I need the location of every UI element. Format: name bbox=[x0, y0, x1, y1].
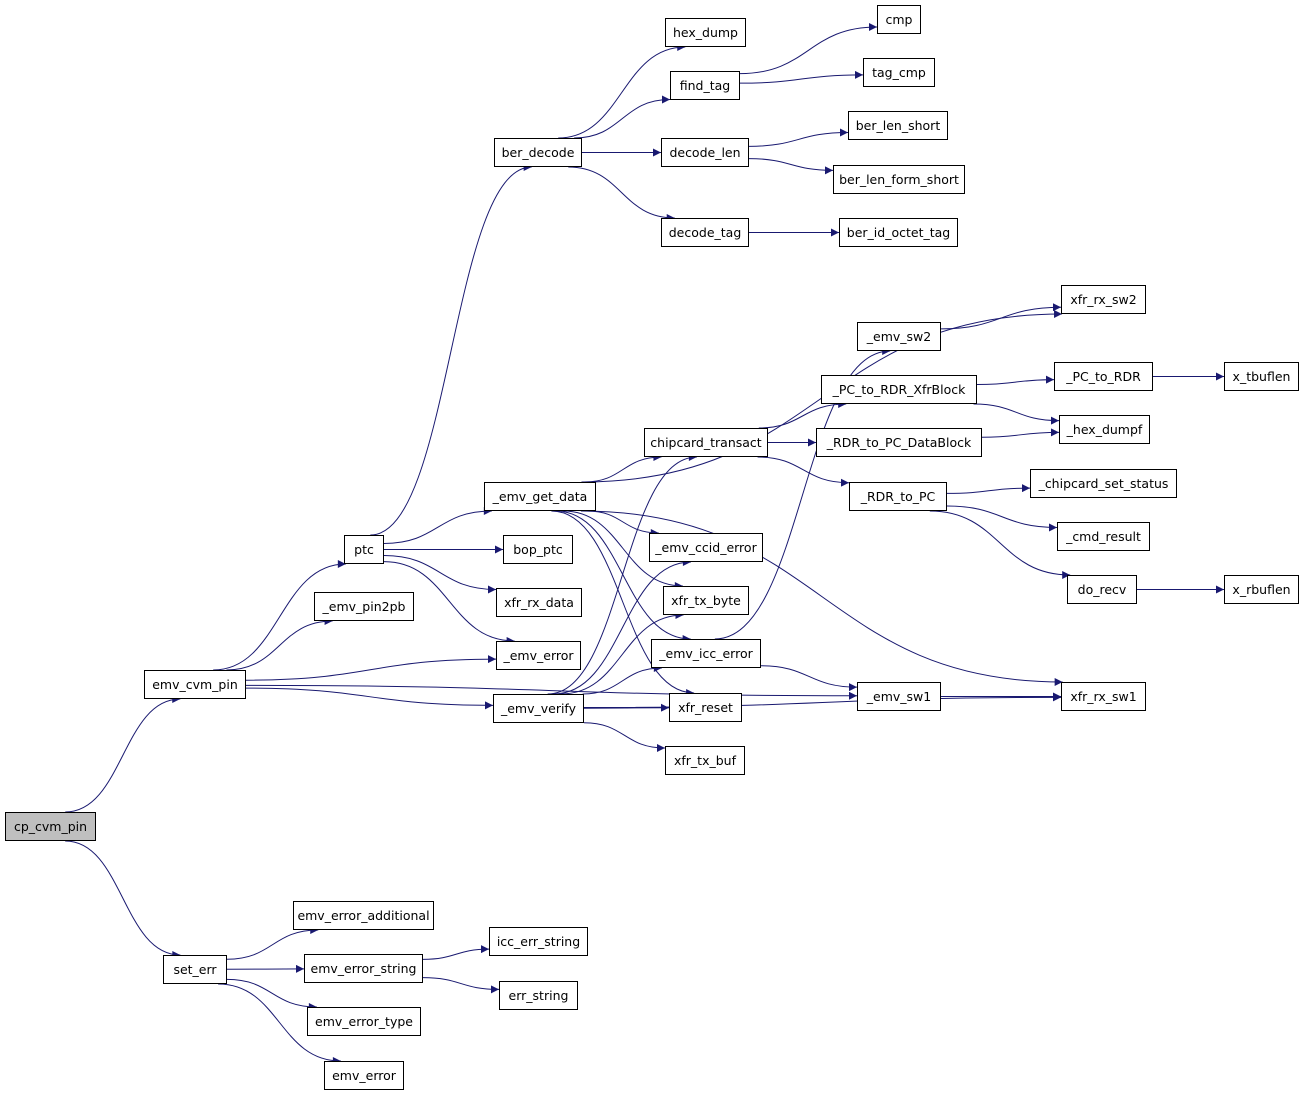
edge-emv_get_data-to-emv_icc_error bbox=[555, 510, 691, 643]
node-cp_cvm_pin: cp_cvm_pin bbox=[5, 812, 96, 841]
edge-cp_cvm_pin-to-set_err bbox=[65, 840, 181, 959]
node-cmd_result[interactable]: _cmd_result bbox=[1057, 522, 1150, 551]
edge-set_err-to-emv_error_type bbox=[226, 978, 317, 1011]
node-decode_tag[interactable]: decode_tag bbox=[661, 218, 749, 247]
edge-emv_verify-to-emv_ccid_error bbox=[553, 558, 691, 695]
edge-find_tag-to-tag_cmp bbox=[739, 70, 864, 84]
node-x_tbuflen[interactable]: x_tbuflen bbox=[1224, 362, 1299, 391]
node-xfr_rx_sw2[interactable]: xfr_rx_sw2 bbox=[1061, 285, 1146, 314]
edge-emv_cvm_pin-to-emv_sw1 bbox=[245, 684, 858, 700]
edge-set_err-to-emv_error bbox=[218, 983, 341, 1065]
node-err_string[interactable]: err_string bbox=[499, 981, 578, 1010]
node-cmp[interactable]: cmp bbox=[877, 5, 921, 34]
node-xfr_tx_byte[interactable]: xfr_tx_byte bbox=[663, 586, 749, 615]
edge-rdr_to_pc-to-cmd_result bbox=[946, 505, 1058, 532]
node-decode_len[interactable]: decode_len bbox=[661, 138, 749, 167]
edge-emv_get_data-to-chipcard_transact bbox=[584, 453, 662, 483]
edge-pc_to_rdr_xfrblock-to-hex_dumpf bbox=[973, 403, 1060, 425]
edge-emv_cvm_pin-to-emv_verify bbox=[245, 687, 494, 710]
edge-rdr_to_pc-to-chipcard_set_status bbox=[946, 484, 1031, 494]
edge-emv_sw2-to-xfr_rx_sw2 bbox=[940, 303, 1062, 330]
node-xfr_tx_buf[interactable]: xfr_tx_buf bbox=[665, 746, 745, 775]
edge-set_err-to-emv_error_additional bbox=[226, 926, 319, 960]
edge-emv_get_data-to-xfr_tx_byte bbox=[563, 510, 683, 590]
node-rdr_to_pc_datablock[interactable]: _RDR_to_PC_DataBlock bbox=[816, 428, 982, 457]
edge-decode_len-to-ber_len_short bbox=[748, 128, 849, 147]
edge-cp_cvm_pin-to-emv_cvm_pin bbox=[65, 695, 181, 813]
node-x_rbuflen[interactable]: x_rbuflen bbox=[1224, 575, 1299, 604]
node-hex_dumpf[interactable]: _hex_dumpf bbox=[1059, 415, 1150, 444]
edge-emv_cvm_pin-to-emv_error_u bbox=[245, 655, 497, 681]
node-bop_ptc[interactable]: bop_ptc bbox=[503, 535, 573, 564]
node-emv_error_string[interactable]: emv_error_string bbox=[304, 954, 423, 983]
node-emv_pin2pb[interactable]: _emv_pin2pb bbox=[314, 592, 414, 621]
node-chipcard_set_status[interactable]: _chipcard_set_status bbox=[1030, 469, 1177, 498]
node-emv_icc_error[interactable]: _emv_icc_error bbox=[651, 639, 761, 668]
node-emv_error_additional[interactable]: emv_error_additional bbox=[293, 901, 434, 930]
edge-ber_decode-to-find_tag bbox=[574, 95, 671, 139]
node-emv_error[interactable]: emv_error bbox=[324, 1061, 404, 1090]
edge-emv_cvm_pin-to-ptc bbox=[213, 560, 346, 671]
node-xfr_rx_sw1[interactable]: xfr_rx_sw1 bbox=[1061, 682, 1146, 711]
edge-emv_verify-to-chipcard_transact bbox=[547, 453, 697, 695]
edge-emv_verify-to-xfr_rx_sw1 bbox=[583, 693, 1062, 709]
edge-pc_to_rdr_xfrblock-to-pc_to_rdr bbox=[976, 375, 1055, 386]
edge-emv_get_data-to-xfr_rx_sw1 bbox=[580, 510, 1063, 686]
node-emv_verify[interactable]: _emv_verify bbox=[493, 694, 584, 723]
edge-emv_error_string-to-icc_err_string bbox=[422, 945, 490, 960]
edge-ptc-to-emv_error_u bbox=[383, 561, 515, 645]
node-set_err[interactable]: set_err bbox=[163, 955, 227, 984]
node-emv_ccid_error[interactable]: _emv_ccid_error bbox=[649, 533, 763, 562]
edge-rdr_to_pc_datablock-to-hex_dumpf bbox=[981, 428, 1060, 438]
edge-emv_error_string-to-err_string bbox=[422, 977, 500, 994]
node-hex_dump[interactable]: hex_dump bbox=[665, 18, 746, 47]
node-emv_sw2[interactable]: _emv_sw2 bbox=[857, 322, 941, 351]
node-emv_error_u[interactable]: _emv_error bbox=[496, 641, 581, 670]
node-xfr_rx_data[interactable]: xfr_rx_data bbox=[496, 588, 582, 617]
edge-emv_verify-to-xfr_reset bbox=[583, 703, 670, 712]
edge-rdr_to_pc-to-do_recv bbox=[929, 510, 1071, 579]
node-find_tag[interactable]: find_tag bbox=[670, 71, 740, 100]
edge-decode_len-to-ber_len_form_short bbox=[748, 158, 834, 175]
edge-ptc-to-emv_get_data bbox=[383, 507, 492, 544]
edge-ptc-to-xfr_rx_data bbox=[383, 555, 497, 594]
edge-emv_get_data-to-xfr_reset bbox=[551, 510, 695, 697]
node-emv_sw1[interactable]: _emv_sw1 bbox=[857, 682, 941, 711]
node-icc_err_string[interactable]: icc_err_string bbox=[489, 927, 588, 956]
edge-emv_cvm_pin-to-emv_pin2pb bbox=[226, 617, 333, 671]
edge-emv_verify-to-xfr_tx_byte bbox=[560, 611, 684, 695]
node-tag_cmp[interactable]: tag_cmp bbox=[863, 58, 935, 87]
node-xfr_reset[interactable]: xfr_reset bbox=[669, 693, 742, 722]
edge-emv_icc_error-to-emv_sw2 bbox=[714, 347, 891, 640]
edge-ber_decode-to-decode_tag bbox=[568, 166, 675, 222]
node-ber_id_octet_tag[interactable]: ber_id_octet_tag bbox=[839, 218, 958, 247]
edge-ber_decode-to-hex_dump bbox=[558, 43, 686, 139]
node-pc_to_rdr[interactable]: _PC_to_RDR bbox=[1054, 362, 1153, 391]
node-ber_decode[interactable]: ber_decode bbox=[494, 138, 582, 167]
edge-find_tag-to-cmp bbox=[739, 22, 878, 75]
node-ber_len_short[interactable]: ber_len_short bbox=[848, 111, 948, 140]
node-emv_get_data[interactable]: _emv_get_data bbox=[484, 482, 596, 511]
edge-emv_icc_error-to-emv_sw1 bbox=[760, 665, 858, 692]
edge-emv_verify-to-xfr_tx_buf bbox=[583, 722, 666, 753]
edge-emv_verify-to-emv_icc_error bbox=[582, 664, 662, 695]
node-do_recv[interactable]: do_recv bbox=[1067, 575, 1137, 604]
node-emv_cvm_pin[interactable]: emv_cvm_pin bbox=[144, 670, 246, 699]
node-ber_len_form_short[interactable]: ber_len_form_short bbox=[833, 165, 965, 194]
edge-chipcard_transact-to-rdr_to_pc bbox=[757, 456, 850, 487]
node-pc_to_rdr_xfrblock[interactable]: _PC_to_RDR_XfrBlock bbox=[821, 375, 977, 404]
node-ptc[interactable]: ptc bbox=[344, 535, 384, 564]
edge-ptc-to-ber_decode bbox=[370, 163, 532, 536]
node-emv_error_type[interactable]: emv_error_type bbox=[307, 1007, 421, 1036]
node-chipcard_transact[interactable]: chipcard_transact bbox=[644, 428, 768, 457]
node-rdr_to_pc[interactable]: _RDR_to_PC bbox=[849, 482, 947, 511]
